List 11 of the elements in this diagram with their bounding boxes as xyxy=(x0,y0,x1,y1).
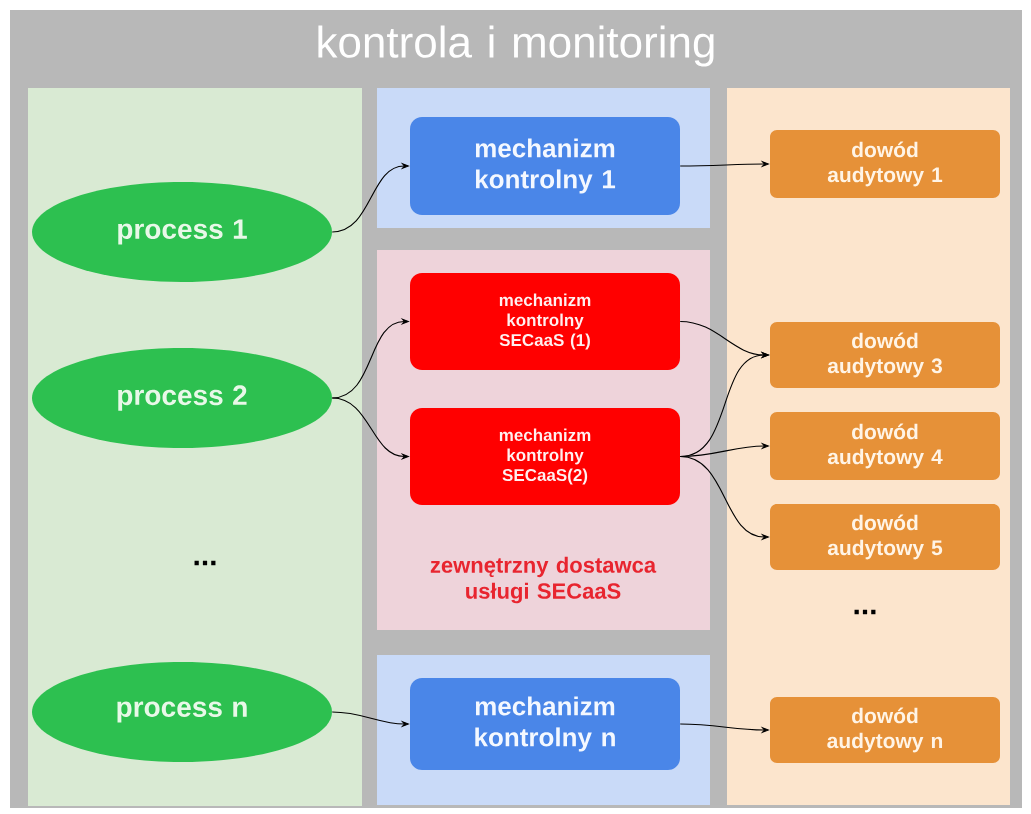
evidence-box: dowód audytowy 5 xyxy=(770,504,1000,570)
evidence-box: dowód audytowy n xyxy=(770,697,1000,763)
control-box: mechanizm kontrolny n xyxy=(410,678,680,770)
control-box: mechanizm kontrolny SECaaS(2) xyxy=(410,408,680,505)
control-box: mechanizm kontrolny SECaaS (1) xyxy=(410,273,680,370)
ellipsis: ... xyxy=(854,609,876,615)
evidence-box: dowód audytowy 1 xyxy=(770,130,1000,198)
evidence-box: dowód audytowy 3 xyxy=(770,322,1000,388)
ellipsis: ... xyxy=(194,560,216,566)
control-box: mechanizm kontrolny 1 xyxy=(410,117,680,215)
evidence-box: dowód audytowy 4 xyxy=(770,412,1000,480)
